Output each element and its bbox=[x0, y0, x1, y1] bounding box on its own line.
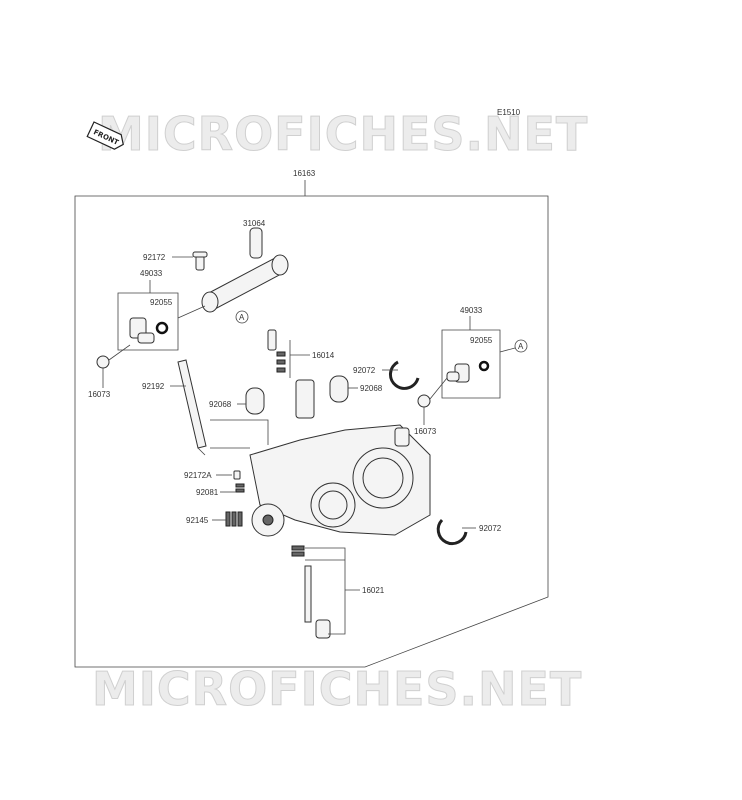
part-label-16073-right: 16073 bbox=[414, 427, 437, 436]
spring-92145 bbox=[225, 511, 243, 527]
part-label-92068-left: 92068 bbox=[209, 400, 232, 409]
part-label-92055-left: 92055 bbox=[150, 298, 173, 307]
part-label-92192: 92192 bbox=[142, 382, 165, 391]
pin-92192 bbox=[177, 359, 207, 449]
valve-right bbox=[446, 363, 470, 383]
assembly-outline bbox=[74, 180, 549, 668]
throttle-shaft bbox=[201, 227, 289, 313]
cap-left bbox=[96, 355, 110, 369]
idle-screw-16021 bbox=[291, 545, 331, 639]
oring-right bbox=[478, 360, 490, 372]
watermark-bottom: MICROFICHES.NET bbox=[92, 662, 582, 716]
part-label-92172a: 92172A bbox=[184, 471, 212, 480]
part-label-92172: 92172 bbox=[143, 253, 166, 262]
part-label-92068-right: 92068 bbox=[360, 384, 383, 393]
clamp-top bbox=[388, 360, 420, 390]
ref-marker-a-right: A bbox=[518, 342, 524, 351]
valve-left bbox=[129, 317, 155, 344]
part-label-92055-right: 92055 bbox=[470, 336, 493, 345]
part-label-49033-right: 49033 bbox=[460, 306, 483, 315]
diagram-code: E1510 bbox=[497, 108, 521, 117]
part-label-92072-bottom: 92072 bbox=[479, 524, 502, 533]
part-label-49033-left: 49033 bbox=[140, 269, 163, 278]
watermark-top: MICROFICHES.NET bbox=[98, 107, 588, 161]
part-label-92145: 92145 bbox=[186, 516, 209, 525]
oring-left bbox=[155, 321, 169, 335]
sensor-16014 bbox=[267, 329, 315, 419]
part-label-92081: 92081 bbox=[196, 488, 219, 497]
spring-92081 bbox=[235, 483, 245, 493]
part-label-16014: 16014 bbox=[312, 351, 335, 360]
part-label-16163: 16163 bbox=[293, 169, 316, 178]
part-label-92072-top: 92072 bbox=[353, 366, 376, 375]
cover-left bbox=[245, 387, 265, 415]
cover-right bbox=[329, 375, 349, 403]
part-label-31064: 31064 bbox=[243, 219, 266, 228]
screw-92172 bbox=[192, 251, 208, 271]
screw-92172a bbox=[233, 470, 241, 480]
clamp-bottom bbox=[436, 518, 468, 546]
front-arrow-icon: FRONT bbox=[86, 121, 124, 150]
part-label-16073-left: 16073 bbox=[88, 390, 111, 399]
ref-marker-a-left: A bbox=[239, 313, 245, 322]
cap-right bbox=[417, 394, 431, 408]
throttle-body bbox=[249, 424, 431, 537]
part-label-16021: 16021 bbox=[362, 586, 385, 595]
